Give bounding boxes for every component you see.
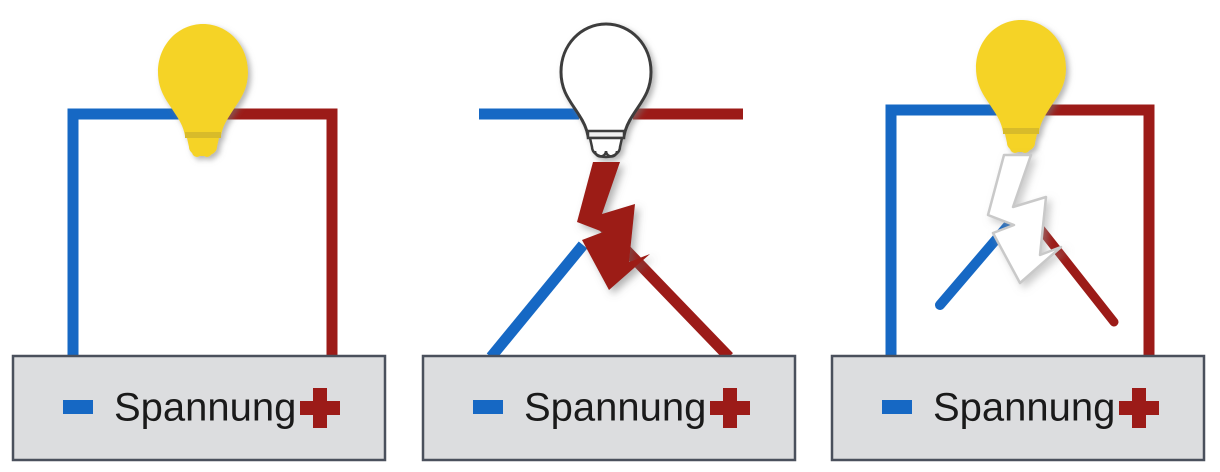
minus-terminal-icon: [882, 400, 912, 414]
panel-short-circuit: Spannung: [407, 0, 813, 472]
plus-terminal-icon: [300, 388, 340, 428]
wire-negative: [67, 108, 205, 362]
light-bulb-lit: [158, 24, 248, 157]
battery-voltage-source: Spannung: [11, 354, 387, 462]
lightning-bolt-active-icon: [577, 162, 650, 290]
plus-terminal-icon: [710, 388, 750, 428]
lightning-bolt-inactive-icon: [986, 153, 1063, 285]
battery-voltage-source: Spannung: [830, 354, 1206, 462]
minus-terminal-icon: [473, 400, 503, 414]
panel-restored-circuit: Spannung: [814, 0, 1220, 472]
light-bulb-unlit: [559, 22, 653, 159]
plus-terminal-icon: [1119, 388, 1159, 428]
wire-positive: [1040, 104, 1155, 362]
battery-label: Spannung: [114, 386, 296, 430]
battery-voltage-source: Spannung: [421, 354, 797, 462]
wire-positive: [222, 108, 338, 362]
battery-label: Spannung: [524, 386, 706, 430]
panel-closed-circuit: Spannung: [0, 0, 406, 472]
minus-terminal-icon: [63, 400, 93, 414]
light-bulb-lit: [976, 20, 1066, 153]
battery-label: Spannung: [933, 386, 1115, 430]
wire-negative-diagonal: [486, 241, 588, 361]
wire-negative: [885, 104, 1001, 362]
